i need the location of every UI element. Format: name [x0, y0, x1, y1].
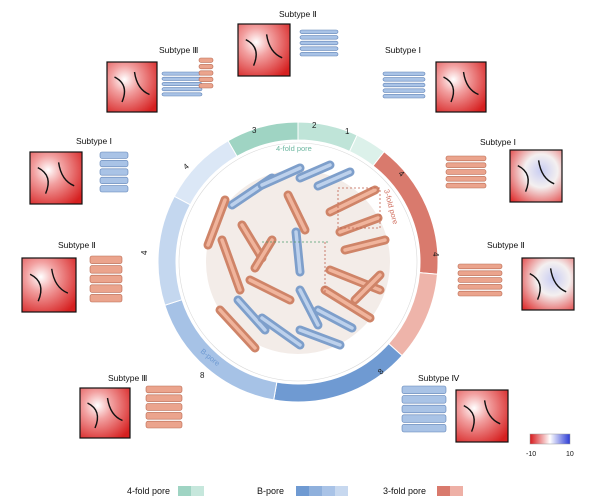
cage-helix-highlight: [298, 288, 320, 327]
electrostatic-map: [21, 257, 77, 313]
legend-four-fold-swatches: [178, 486, 204, 496]
legend-swatch: [335, 486, 348, 496]
electrostatic-map: [79, 387, 131, 439]
cage-helix-highlight: [260, 166, 302, 187]
subtype-label-bottom-right: Subtype Ⅳ: [418, 373, 461, 383]
ring-label-8-lower-left: 8: [200, 371, 205, 380]
subtype-label-left-lower: Subtype Ⅱ: [58, 240, 96, 250]
legend-swatch: [322, 486, 335, 496]
legend-three-fold-label: 3-fold pore: [383, 486, 426, 496]
legend-three-fold-swatches: [437, 486, 463, 496]
cage-helix-highlight: [338, 216, 380, 234]
cage-helix-highlight: [323, 288, 372, 320]
cage-helix-highlight: [316, 308, 354, 330]
cage-helix-highlight: [220, 238, 242, 292]
subunit-cartoon: [382, 71, 426, 99]
three-fold-pore-label: 3-fold pore: [382, 188, 400, 225]
subtype-label-left-upper: Subtype Ⅰ: [76, 136, 112, 146]
cage-helix-highlight: [253, 238, 274, 270]
subunit-cartoon: [145, 385, 183, 429]
ring-segment: [157, 195, 191, 306]
legend-swatch: [296, 486, 309, 496]
legend-swatch: [309, 486, 322, 496]
subtype-label-top: Subtype Ⅱ: [279, 9, 317, 19]
three-fold-pore-box: [337, 187, 381, 229]
legend-swatch: [191, 486, 204, 496]
subunit-cartoon: [299, 29, 339, 57]
subunit-cartoon: [99, 151, 129, 193]
electrostatic-map: [509, 149, 563, 203]
legend-swatch: [450, 486, 463, 496]
pore-ring: [157, 121, 439, 403]
electrostatic-map: [237, 23, 291, 77]
ring-label-4-upper-left: 4: [182, 161, 192, 171]
legend-swatch: [437, 486, 450, 496]
legend-b-pore-label: B-pore: [257, 486, 284, 496]
cage-helix-highlight: [316, 170, 352, 188]
ring-label-1: 1: [345, 127, 350, 136]
legend-b-pore-swatches: [296, 486, 348, 496]
legend-four-fold-label: 4-fold pore: [127, 486, 170, 496]
cage-helix-highlight: [328, 188, 377, 214]
cage-helix-highlight: [248, 278, 292, 302]
cage-helix-highlight: [218, 308, 257, 350]
cage-helix-highlight: [286, 193, 307, 232]
subtype-label-right-lower: Subtype Ⅱ: [487, 240, 525, 250]
ring-label-4-upper-right: 4: [397, 169, 407, 179]
electrostatic-map: [435, 61, 487, 113]
electrostatic-map: [29, 151, 83, 205]
cage-helix-highlight: [240, 223, 264, 260]
protein-cage: [203, 160, 390, 354]
subtype-panels: [21, 23, 575, 443]
cage-helix-highlight: [206, 198, 227, 247]
cage-helix-highlight: [298, 328, 342, 347]
subunit-cartoon: [161, 71, 203, 97]
subtype-label-bottom-left: Subtype Ⅲ: [108, 373, 148, 383]
subtype-label-top-right: Subtype Ⅰ: [385, 45, 421, 55]
ring-label-3: 3: [252, 126, 257, 135]
subtype-label-top-left: Subtype Ⅲ: [159, 45, 199, 55]
colorbar-min: -10: [526, 451, 536, 458]
legend-swatch: [178, 486, 191, 496]
subunit-cartoon: [457, 263, 503, 297]
ring-label-4-left: 4: [140, 250, 149, 255]
cage-helix-highlight: [343, 238, 387, 252]
ring-segment: [387, 272, 439, 357]
electrostatic-colorbar: [529, 433, 571, 445]
ring-inner-outline: [178, 142, 418, 382]
electrostatic-map: [106, 61, 158, 113]
electrostatic-map: [521, 257, 575, 311]
cage-helix-highlight: [294, 230, 302, 274]
subunit-cartoon: [401, 385, 447, 433]
cage-helix-highlight: [260, 316, 302, 347]
ring-label-8-lower-right: 8: [376, 367, 386, 377]
electrostatic-map: [455, 389, 509, 443]
ring-segment: [173, 140, 238, 206]
ring-label-4-right: 4: [431, 252, 440, 257]
subunit-cartoon: [89, 255, 123, 303]
cage-helix-highlight: [236, 298, 267, 332]
four-fold-pore-label: 4-fold pore: [276, 144, 312, 153]
cage-helix-highlight: [298, 163, 332, 180]
ring-label-2: 2: [312, 121, 317, 130]
subunit-cartoon: [198, 57, 214, 89]
subtype-label-right-upper: Subtype Ⅰ: [480, 137, 516, 147]
subunit-cartoon: [445, 155, 487, 189]
cage-helix-highlight: [353, 273, 382, 302]
colorbar-max: 10: [566, 451, 574, 458]
